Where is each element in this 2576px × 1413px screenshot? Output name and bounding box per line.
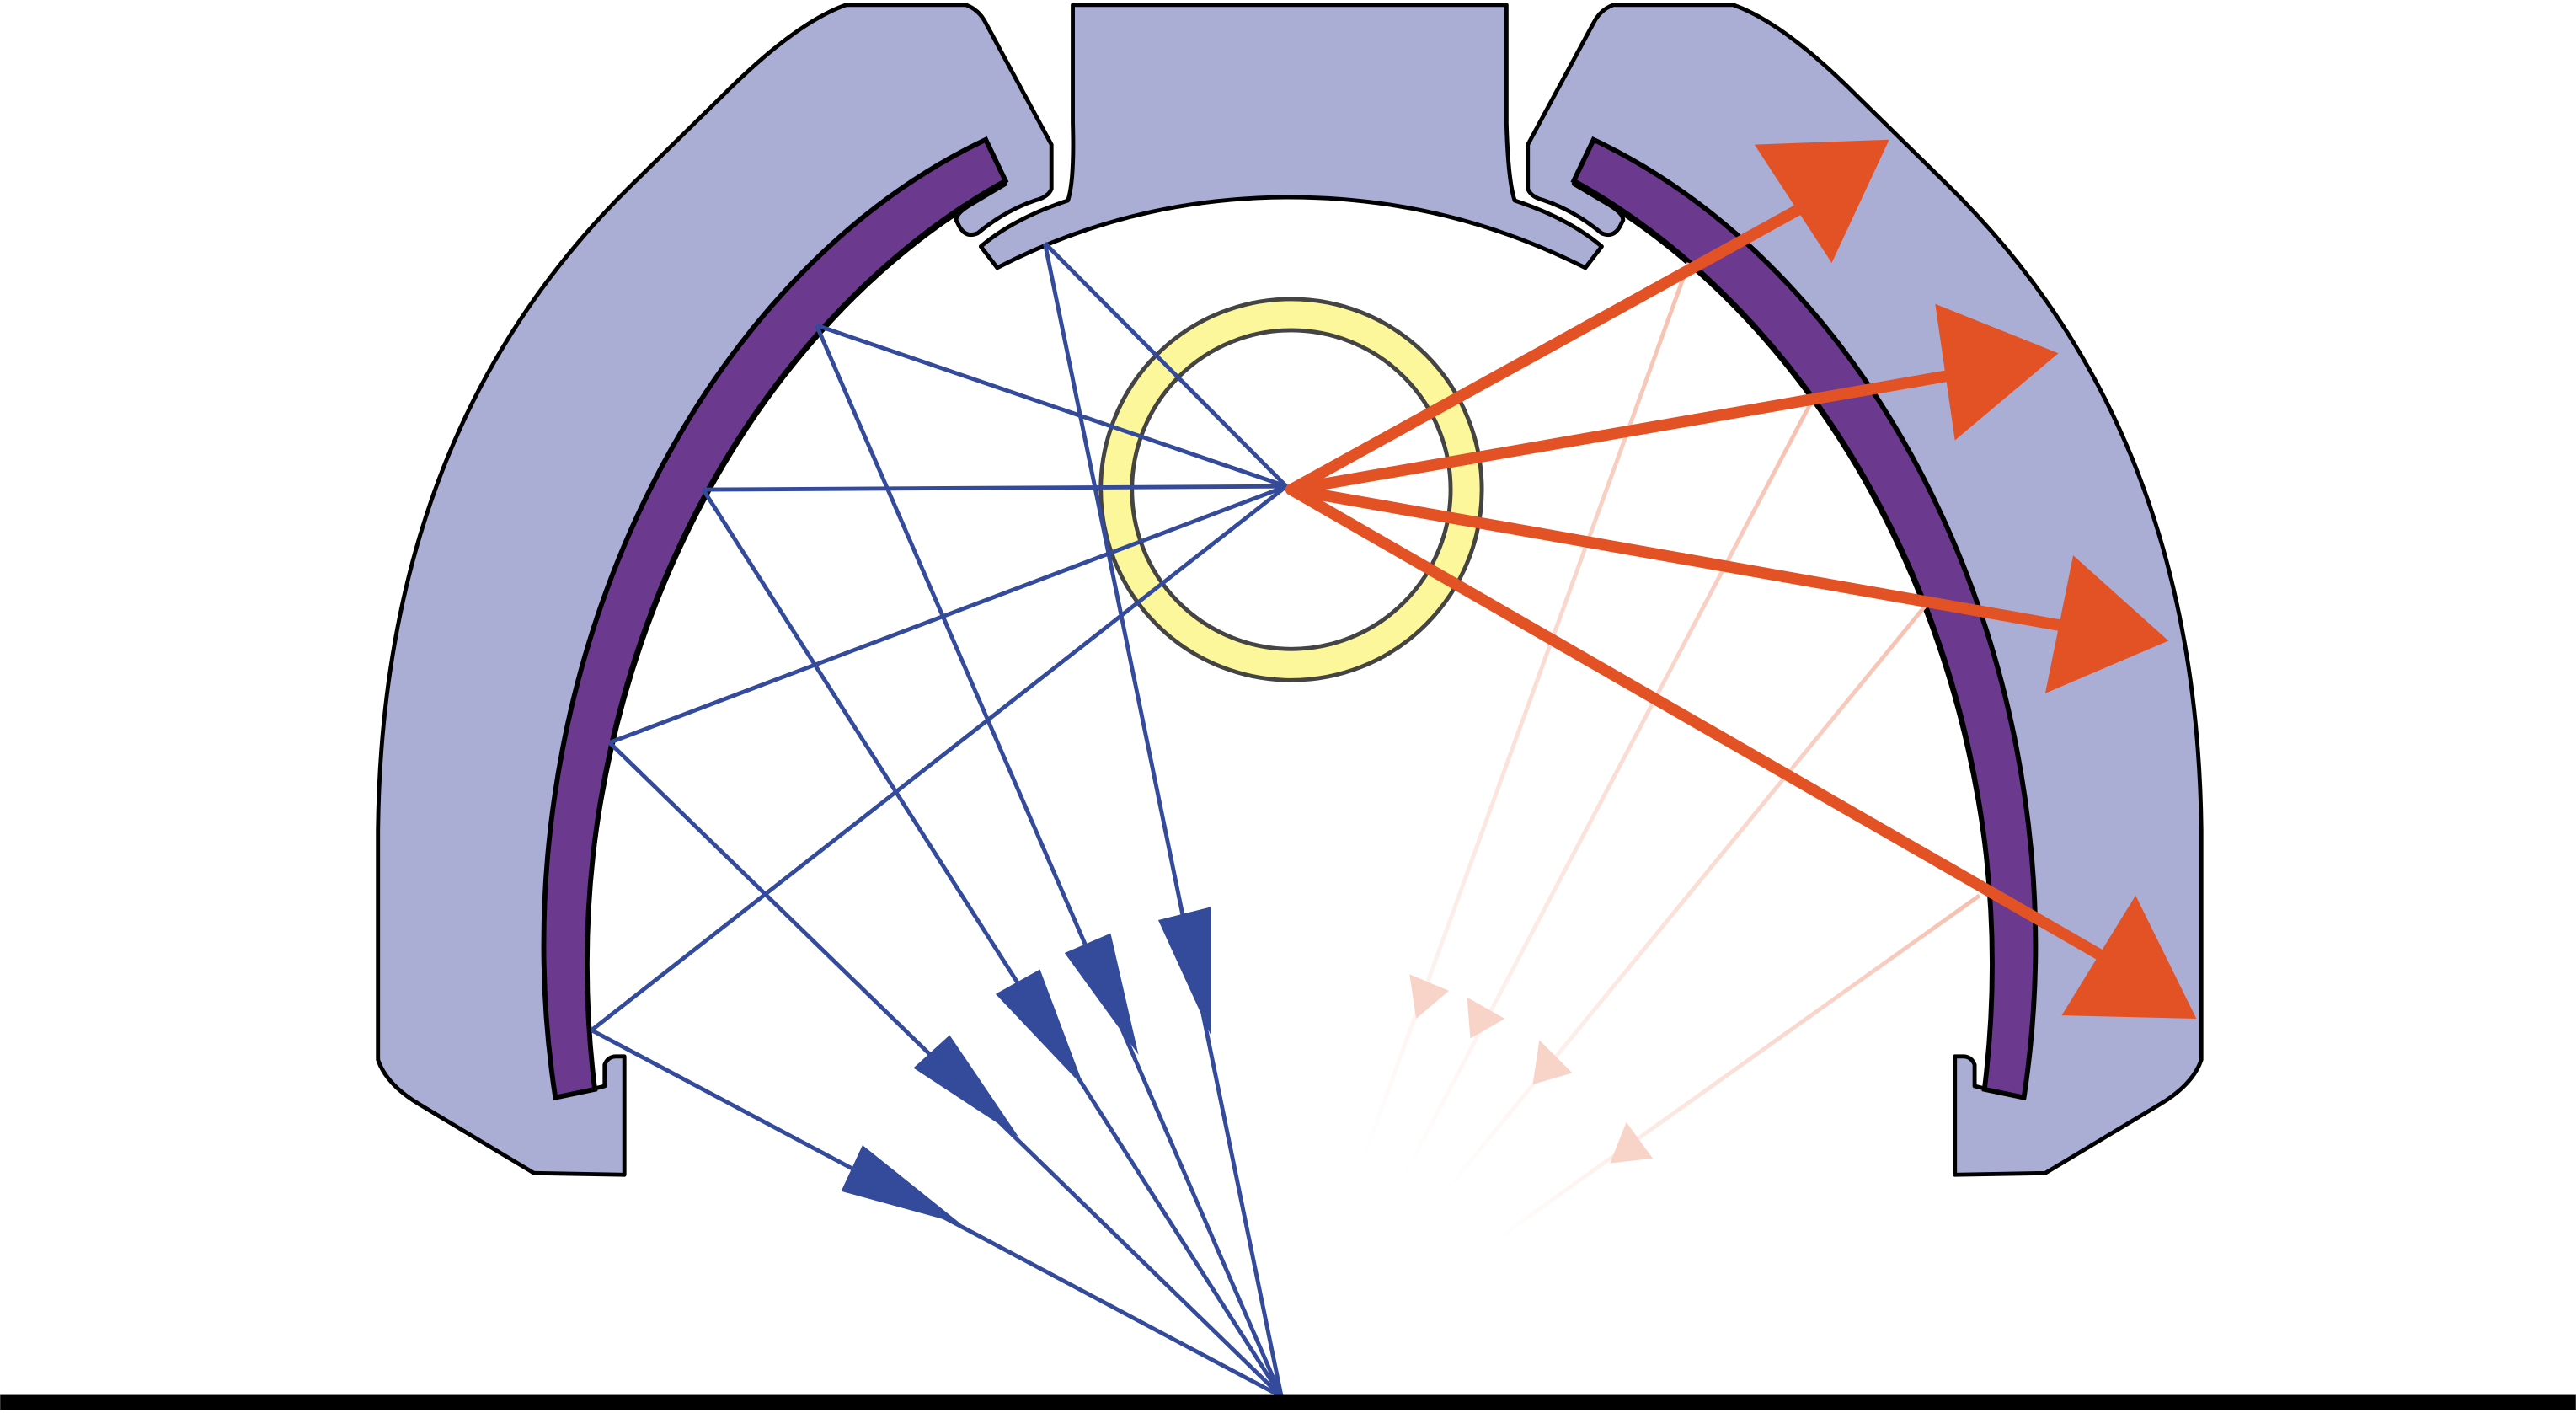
incident-rays <box>590 241 1288 1399</box>
ray-to-wall <box>815 323 1287 489</box>
reflected-ray <box>815 324 1284 1398</box>
floor-line <box>0 1394 2576 1410</box>
right-reflector-band <box>1570 136 2039 1101</box>
faded-arrowhead <box>1532 1040 1573 1084</box>
ray-to-wall <box>590 484 1288 1032</box>
blue-arrowhead <box>913 1035 1019 1137</box>
blue-arrowhead <box>1157 907 1211 1036</box>
red-arrowhead <box>2044 555 2169 693</box>
top-housing <box>978 3 1604 270</box>
blue-arrowhead <box>841 1145 961 1224</box>
emitted-rays <box>1285 139 2197 1019</box>
ray-to-wall <box>703 484 1287 492</box>
faded-ray <box>1494 893 1981 1243</box>
faded-arrowhead <box>1467 997 1505 1039</box>
faded-ray <box>1403 393 1818 1176</box>
emitted-ray <box>1285 368 1961 495</box>
left-reflector-band <box>541 136 1009 1101</box>
blue-arrowhead <box>995 969 1085 1088</box>
ray-to-wall <box>608 484 1287 745</box>
reflected-ray <box>1043 243 1284 1397</box>
emitted-ray <box>1285 188 1833 495</box>
emitted-ray <box>1285 484 2079 634</box>
red-arrowhead <box>1935 303 2059 441</box>
faded-arrowhead <box>1409 974 1450 1019</box>
faded-rays <box>1361 262 1981 1243</box>
faded-arrowhead <box>1610 1121 1653 1164</box>
ray-to-wall <box>1043 241 1288 488</box>
reflected-ray <box>701 488 1284 1398</box>
red-arrowhead <box>2061 895 2197 1019</box>
lamp-ring <box>1098 297 1484 682</box>
blue-arrowhead <box>1064 933 1139 1055</box>
left-housing <box>376 3 1054 1177</box>
faded-ray <box>1444 598 1932 1193</box>
right-housing <box>1526 3 2204 1177</box>
red-arrowhead <box>1754 139 1889 263</box>
emitted-ray <box>1285 484 2117 967</box>
faded-ray <box>1361 262 1692 1159</box>
